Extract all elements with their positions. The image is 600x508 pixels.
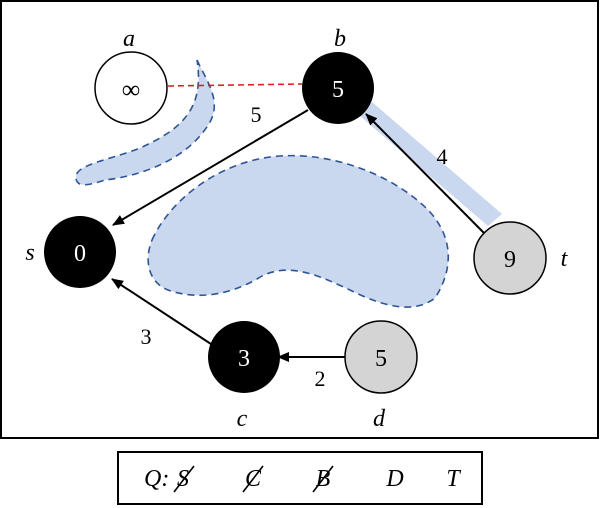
node-d-label: d [373, 406, 386, 432]
dashed-link-a-b [167, 83, 303, 87]
edge-t-b [365, 113, 485, 234]
node-b [302, 52, 374, 124]
queue-prefix: Q: [144, 466, 169, 492]
queue-item-c-strike [242, 465, 264, 493]
edge-weight-d-c: 2 [315, 366, 326, 391]
node-b-value: 5 [332, 77, 344, 103]
node-s-value: 0 [74, 241, 86, 267]
node-b-label: b [334, 26, 346, 52]
node-a-label: a [123, 26, 135, 52]
queue-item-t: T [446, 466, 461, 492]
queue-box [117, 451, 483, 505]
edge-b-s [112, 109, 309, 226]
blob-region [147, 154, 449, 308]
node-t-label: t [561, 246, 569, 272]
queue-item-b-strike [312, 465, 334, 493]
node-d [344, 320, 418, 394]
node-c [208, 321, 280, 393]
node-a-value: ∞ [122, 75, 141, 104]
node-s-label: s [25, 240, 34, 266]
node-s [44, 216, 116, 288]
edge-c-s [111, 278, 215, 347]
edge-highlight-band [360, 102, 502, 226]
edge-weight-c-s: 3 [141, 324, 152, 349]
node-d-value: 5 [375, 346, 387, 372]
node-t-value: 9 [504, 247, 516, 273]
crescent-region [75, 59, 216, 186]
node-c-label: c [237, 406, 248, 432]
edge-weight-t-b: 4 [437, 144, 448, 169]
queue-item-s-strike [173, 465, 195, 493]
queue-item-d: D [385, 466, 403, 492]
node-a [94, 51, 168, 125]
node-c-value: 3 [238, 346, 250, 372]
node-t [473, 221, 547, 295]
edge-weight-b-s: 5 [251, 102, 262, 127]
